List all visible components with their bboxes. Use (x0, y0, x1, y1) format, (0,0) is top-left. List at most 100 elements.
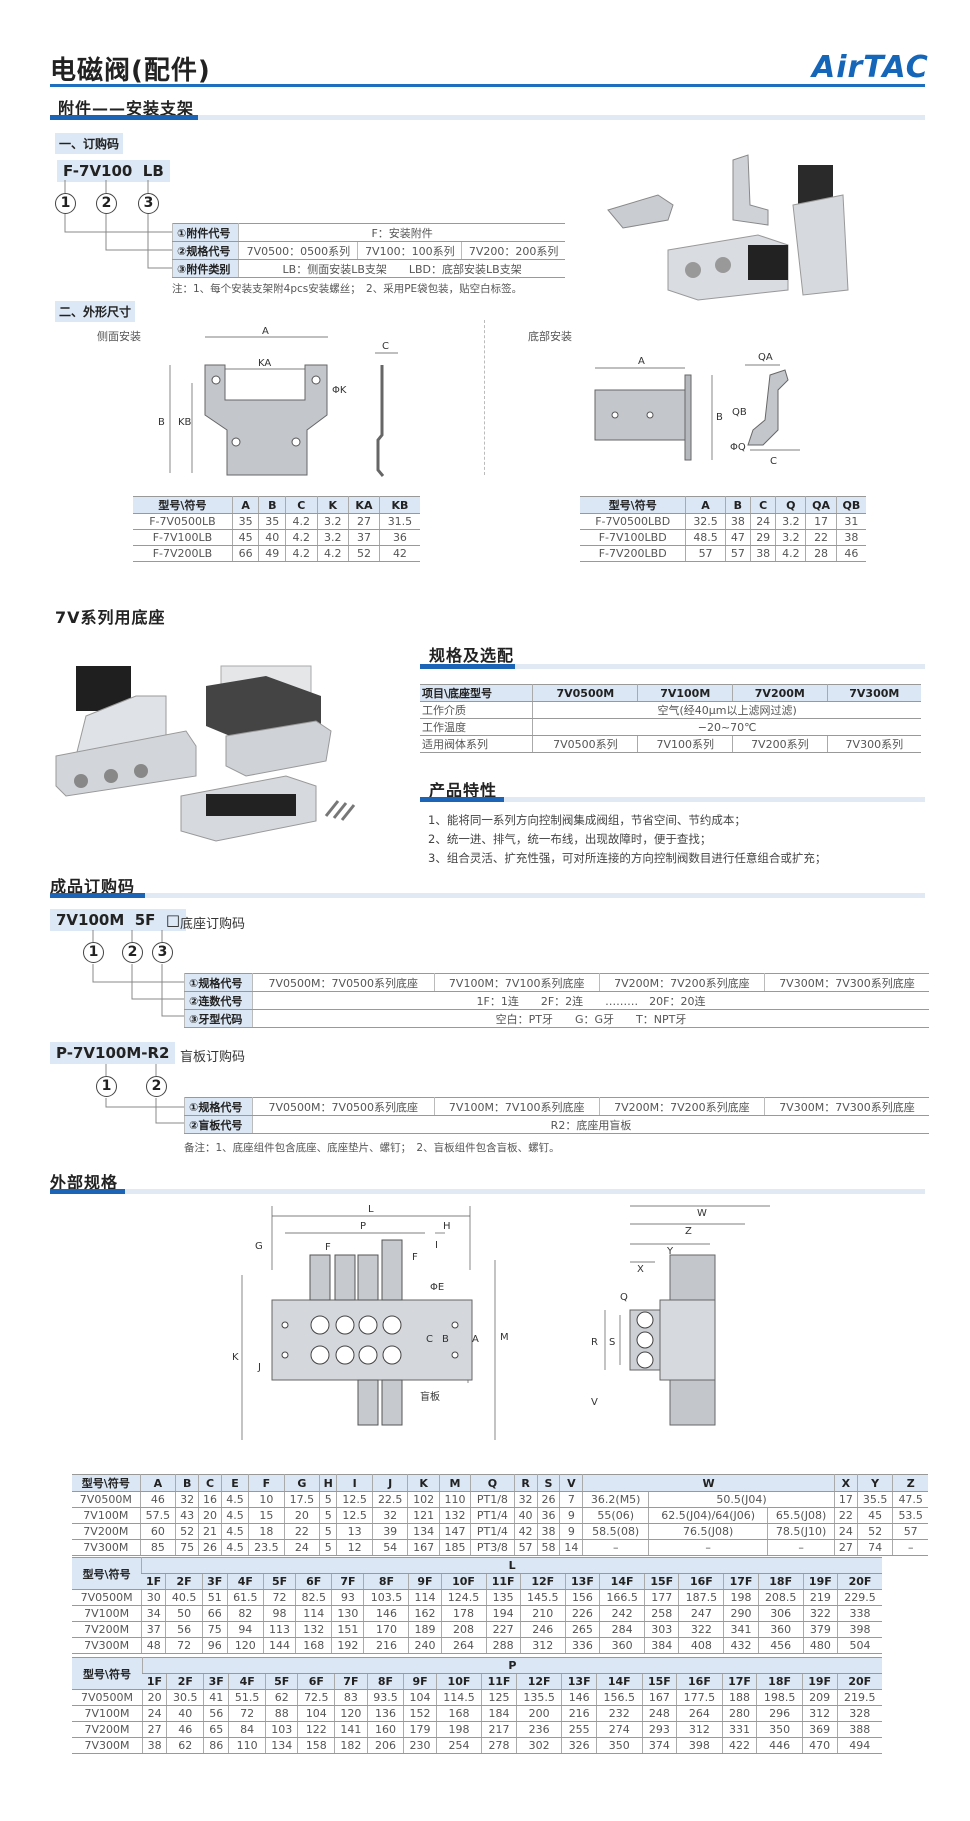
header-cell: R (513, 1474, 538, 1492)
cell: – (892, 1539, 928, 1556)
header-cell: 13F (564, 1573, 600, 1590)
cell: 27 (141, 1721, 167, 1738)
cell: 51 (201, 1589, 228, 1606)
cell: 37 (141, 1621, 166, 1638)
cell: 26 (536, 1491, 560, 1508)
cell: 236 (515, 1721, 562, 1738)
header-cell: A (139, 1474, 176, 1492)
cell: 258 (644, 1605, 679, 1622)
cell: R2：底座用盲板 (252, 1115, 929, 1134)
marker-2: 2 (146, 1076, 167, 1097)
cell: 27 (833, 1539, 858, 1556)
section-title-bracket: 附件——安装支架 (58, 99, 195, 118)
cell: F-7V200LBD (580, 545, 686, 562)
feature-item: 3、组合灵活、扩充性强，可对所连接的方向控制阀数目进行任意组合或扩充； (428, 851, 827, 865)
cell: 57 (685, 545, 726, 562)
cell: 32 (513, 1491, 538, 1508)
cell: 322 (802, 1605, 838, 1622)
header-cell: X (833, 1474, 858, 1492)
base-product-photo (55, 665, 356, 842)
cell: PT3/8 (470, 1539, 515, 1556)
bottom-bracket-drawing: A B QA QB C ΦQ (594, 352, 800, 467)
cell: 7V0500系列 (532, 735, 638, 753)
cell: 198 (435, 1721, 482, 1738)
cell: 398 (836, 1621, 882, 1638)
feature-item: 2、统一进、排气，统一布线，出现故障时，便于查找； (428, 832, 712, 846)
cell: 328 (836, 1705, 882, 1722)
cell: 38 (750, 545, 776, 562)
cell: 45 (856, 1507, 893, 1524)
cell: 326 (561, 1737, 597, 1754)
cell: 36 (536, 1507, 560, 1524)
header-cell: F (248, 1474, 285, 1492)
cell: 51.5 (228, 1689, 266, 1706)
dim-label-a: A (638, 356, 645, 367)
header-cell: B (258, 496, 286, 514)
cell: 480 (802, 1637, 838, 1654)
bracket-note: 注：1、每个安装支架附4pcs安装螺丝； 2、采用PE袋包装，贴空白标签。 (172, 283, 523, 295)
dim-label-a: A (262, 326, 269, 337)
header-cell: I (336, 1474, 373, 1492)
w-cell: 50.5(J04) (648, 1491, 835, 1508)
cell: 5 (319, 1491, 337, 1508)
dim-label-qa: QA (758, 352, 773, 363)
header-cell: 15F (641, 1673, 677, 1690)
cell: 384 (644, 1637, 679, 1654)
cell: 82 (226, 1605, 264, 1622)
cell: 93.5 (366, 1689, 404, 1706)
cell: 32 (175, 1491, 199, 1508)
cell: 134 (407, 1523, 440, 1540)
cell: 35 (231, 513, 259, 530)
section-underline (420, 797, 925, 802)
cell: 229.5 (836, 1589, 882, 1606)
cell: 208.5 (757, 1589, 804, 1606)
header-cell: M (438, 1474, 471, 1492)
cell: 4.5 (220, 1539, 249, 1556)
cell: 96 (201, 1637, 228, 1654)
cell: 296 (756, 1705, 803, 1722)
cell: 9 (559, 1507, 583, 1524)
header-cell: 6F (297, 1673, 335, 1690)
cell: 10 (248, 1491, 285, 1508)
row-label: ②盲板代号 (184, 1115, 253, 1134)
cell: 189 (408, 1621, 441, 1638)
header-cell: C (198, 1474, 222, 1492)
cell: 331 (721, 1721, 757, 1738)
cell: 209 (801, 1689, 837, 1706)
cell: 56 (203, 1705, 229, 1722)
dim-label-c: C (426, 1334, 433, 1345)
cell: 338 (836, 1605, 882, 1622)
cell: 45 (231, 529, 259, 546)
cell: 494 (836, 1737, 882, 1754)
cell: 37 (348, 529, 380, 546)
base-section-title: 7V系列用底座 (55, 608, 166, 627)
cell: 16 (198, 1491, 222, 1508)
cell: 12.5 (336, 1491, 373, 1508)
cell: 230 (403, 1737, 437, 1754)
cell: 312 (676, 1721, 723, 1738)
cell: 66 (201, 1605, 228, 1622)
cell: 7V200：200系列 (461, 241, 565, 260)
cell: 177.5 (676, 1689, 723, 1706)
cell: 1F：1连 2F：2连 ……… 20F：20连 (252, 991, 929, 1010)
cell: 空白：PT牙 G：G牙 T：NPT牙 (252, 1009, 929, 1028)
bottom-mount-label: 底部安装 (528, 330, 572, 343)
header-cell: 7V0500M (532, 684, 638, 702)
cell: 7 (559, 1491, 583, 1508)
symbol-header: L (141, 1557, 882, 1574)
cell: PT1/4 (470, 1507, 515, 1524)
header-cell: 15F (644, 1573, 679, 1590)
header-cell: A (685, 496, 726, 514)
cell: 57.5 (139, 1507, 176, 1524)
cell: 29 (750, 529, 776, 546)
cell: 85 (139, 1539, 176, 1556)
header-cell: 20F (836, 1673, 882, 1690)
manifold-side-drawing: W Z Y X Q R S V (591, 1205, 770, 1426)
cell: 247 (678, 1605, 724, 1622)
cell: 40.5 (165, 1589, 203, 1606)
cell: 7V100系列 (637, 735, 733, 753)
cell: 200 (515, 1705, 562, 1722)
